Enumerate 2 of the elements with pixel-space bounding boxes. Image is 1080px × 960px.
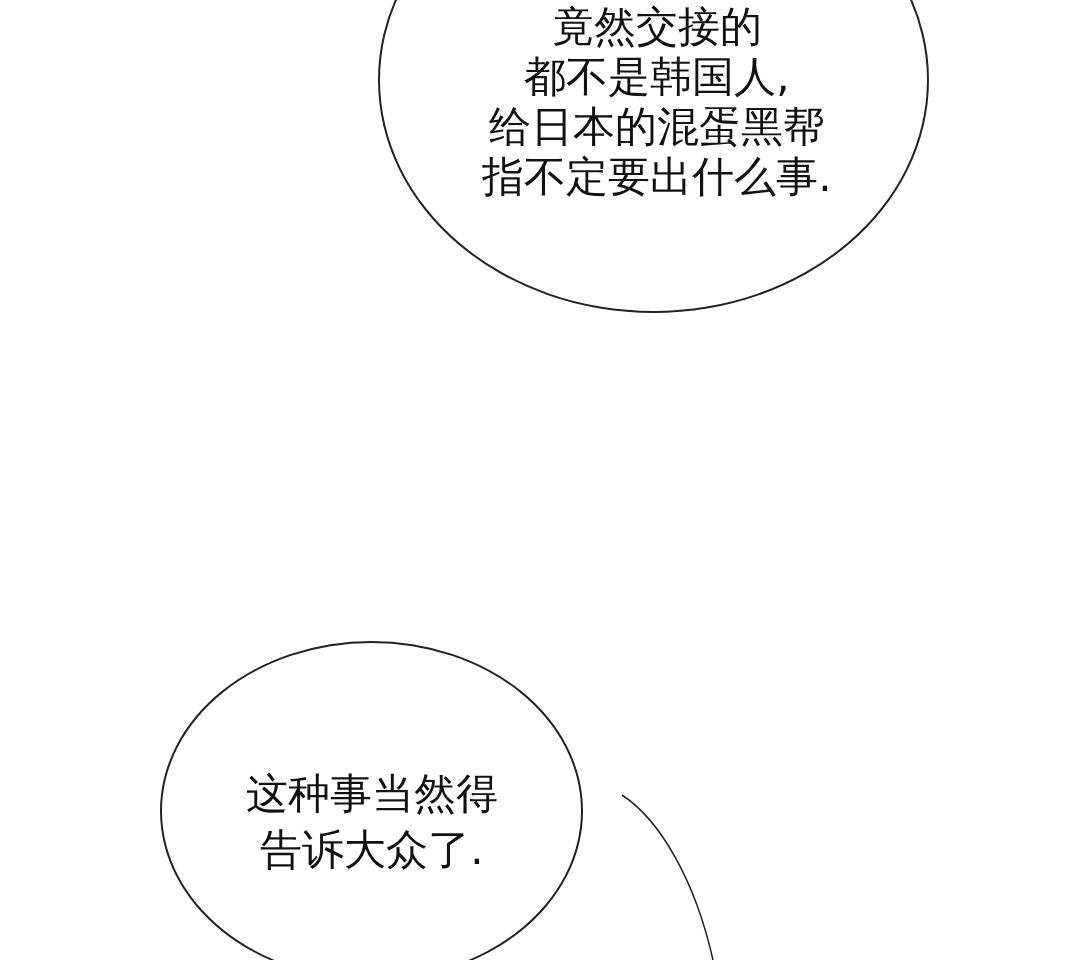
speech-text: 竟然交接的都不是韩国人,给日本的混蛋黑帮指不定要出什么事.: [481, 2, 833, 202]
speech-text: 这种事当然得告诉大众了.: [245, 768, 499, 876]
